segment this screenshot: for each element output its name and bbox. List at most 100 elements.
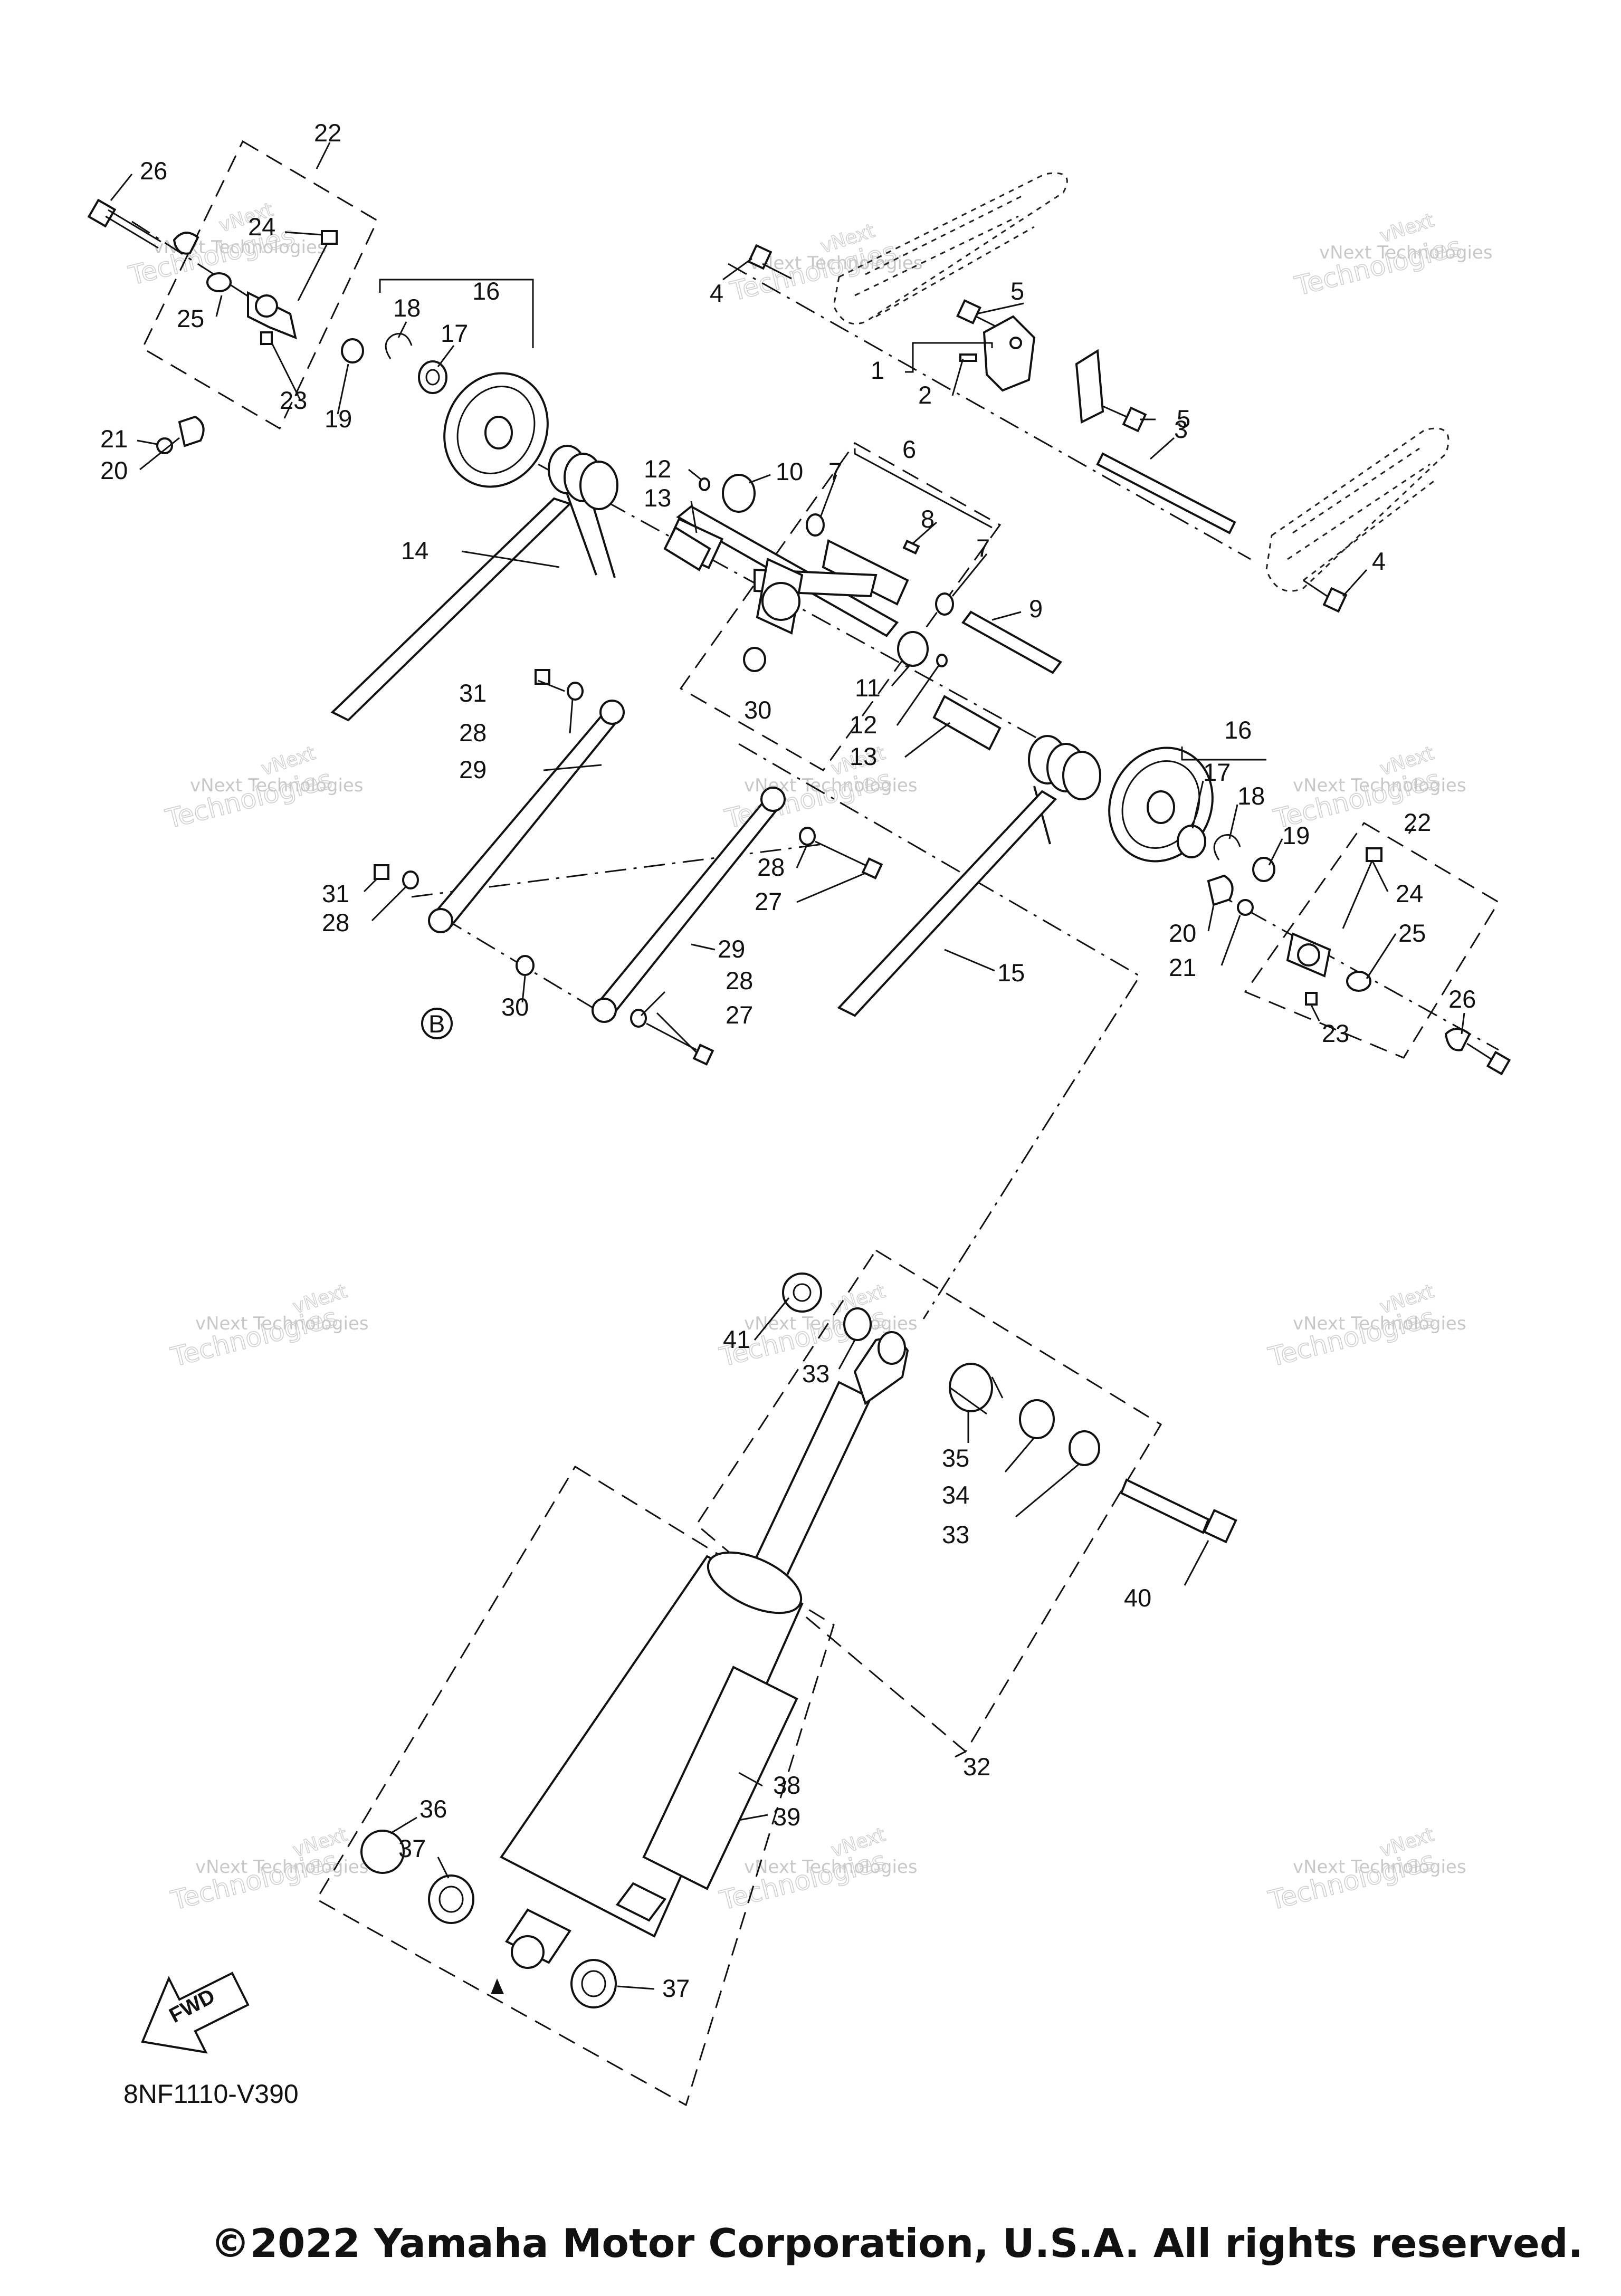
circlip-18-right <box>1213 834 1241 860</box>
callout-8: 8 <box>921 505 935 533</box>
collar-28-upper <box>567 682 584 701</box>
svg-text:vNext Technologies: vNext Technologies <box>190 775 364 796</box>
callout-7-upper: 7 <box>828 457 842 485</box>
svg-text:Technologies: Technologies <box>1265 1845 1438 1916</box>
callout-9: 9 <box>1029 595 1043 623</box>
watermark: vNext vNext Technologies Technologies <box>162 742 364 835</box>
callout-27-lower: 27 <box>726 1001 753 1029</box>
callout-5-lower: 5 <box>1177 405 1190 433</box>
svg-text:Technologies: Technologies <box>1292 231 1464 302</box>
collar-34 <box>1019 1399 1055 1439</box>
callout-11: 11 <box>855 674 881 702</box>
callout-21-left: 21 <box>100 425 128 453</box>
callout-2: 2 <box>918 381 932 409</box>
diagram-code: 8NF1110-V390 <box>123 2079 299 2109</box>
callout-19-right: 19 <box>1282 821 1310 849</box>
callout-14: 14 <box>401 537 428 565</box>
collar-35 <box>949 1363 1004 1415</box>
callout-34: 34 <box>942 1481 969 1509</box>
callout-5-upper: 5 <box>1010 277 1024 305</box>
svg-text:Technologies: Technologies <box>727 236 900 307</box>
bracket-1 <box>983 315 1104 424</box>
frame-rail-lower <box>1265 427 1450 592</box>
callout-20-left: 20 <box>100 456 128 484</box>
bracket-22-right <box>1286 932 1371 992</box>
callout-24-right: 24 <box>1396 879 1423 907</box>
pin-30-lower <box>516 955 535 976</box>
callout-31-upper: 31 <box>459 679 487 707</box>
svg-text:Technologies: Technologies <box>168 1845 340 1916</box>
frame-rail-upper <box>833 172 1068 325</box>
leader-lines <box>110 142 1465 1990</box>
callout-6: 6 <box>902 435 916 463</box>
callout-1: 1 <box>871 356 884 384</box>
callout-23-right: 23 <box>1322 1019 1349 1047</box>
callout-32: 32 <box>963 1753 990 1781</box>
callout-12-lower: 12 <box>850 711 877 739</box>
svg-text:Technologies: Technologies <box>163 764 335 835</box>
callout-17-right: 17 <box>1203 758 1231 786</box>
link-29-right <box>592 787 786 1023</box>
callout-30-lower: 30 <box>501 993 529 1021</box>
leader-1 <box>905 342 993 373</box>
collar-28-lower-left <box>402 870 419 889</box>
callout-30-upper: 30 <box>744 696 771 724</box>
svg-text:vNext Technologies: vNext Technologies <box>1319 242 1493 263</box>
svg-text:B: B <box>428 1010 445 1038</box>
callout-13-upper: 13 <box>644 484 671 512</box>
axis-line-crossshaft <box>728 263 1251 560</box>
washer-19-left <box>341 338 364 363</box>
callout-15: 15 <box>997 959 1025 987</box>
callout-3: 3 <box>1174 415 1188 443</box>
collar-10 <box>722 474 756 513</box>
pin-12-lower <box>936 654 948 667</box>
callout-4-lower: 4 <box>1372 547 1386 575</box>
watermark: vNext vNext Technologies Technologies <box>1291 209 1493 302</box>
callout-28-upper: 28 <box>459 719 487 747</box>
callout-37-upper: 37 <box>398 1834 426 1862</box>
callout-35: 35 <box>942 1444 969 1472</box>
wheel-16-right <box>1108 747 1214 863</box>
bolt-4-upper <box>747 244 792 280</box>
callouts: 22 26 24 25 23 21 20 19 18 17 16 4 5 1 2… <box>100 119 1476 2002</box>
pin-2 <box>959 353 977 362</box>
bracket-22-left <box>173 232 297 340</box>
callout-33-upper: 33 <box>802 1360 829 1388</box>
copyright-notice: ©2022 Yamaha Motor Corporation, U.S.A. A… <box>210 2220 1583 2266</box>
callout-19-left: 19 <box>325 405 352 433</box>
callout-33-lower: 33 <box>942 1520 969 1548</box>
nut-31-lower <box>374 864 389 880</box>
shaft-3 <box>1096 452 1236 534</box>
watermark: vNext vNext Technologies Technologies <box>1265 1280 1466 1373</box>
svg-text:vNext Technologies: vNext Technologies <box>1293 1313 1466 1334</box>
callout-17-left: 17 <box>441 319 468 347</box>
collar-13-upper <box>663 526 711 571</box>
bearing-17-right <box>1177 825 1206 858</box>
reference-marker-b: B <box>421 1008 453 1039</box>
callout-23-left: 23 <box>280 386 307 414</box>
svg-text:vNext Technologies: vNext Technologies <box>744 1857 918 1878</box>
bush-7-lower <box>935 592 954 616</box>
pin-30-upper <box>743 647 766 672</box>
watermark: vNext vNext Technologies Technologies <box>1270 742 1466 835</box>
washer-33-lower <box>1069 1430 1100 1466</box>
callout-24-left: 24 <box>248 213 275 241</box>
group-box-6 <box>679 442 1002 771</box>
callout-26-left: 26 <box>140 157 167 185</box>
fwd-arrow-icon: FWD <box>141 1972 250 2054</box>
callout-13-lower: 13 <box>850 742 877 770</box>
bolt-24-left <box>297 230 338 301</box>
wheel-16-left <box>443 372 549 488</box>
washer-33-upper <box>843 1307 872 1341</box>
callout-28-lower: 28 <box>726 967 753 994</box>
callout-25-left: 25 <box>177 304 204 332</box>
callout-22-left: 22 <box>314 119 341 147</box>
bearing-17-left <box>418 360 447 394</box>
bushing-37-lower <box>570 1959 617 2008</box>
swing-arm-6 <box>664 505 909 637</box>
callout-40: 40 <box>1124 1584 1151 1612</box>
watermark: vNext vNext Technologies Technologies <box>167 1280 368 1373</box>
bush-11 <box>897 631 929 667</box>
callout-12-upper: 12 <box>644 455 671 483</box>
